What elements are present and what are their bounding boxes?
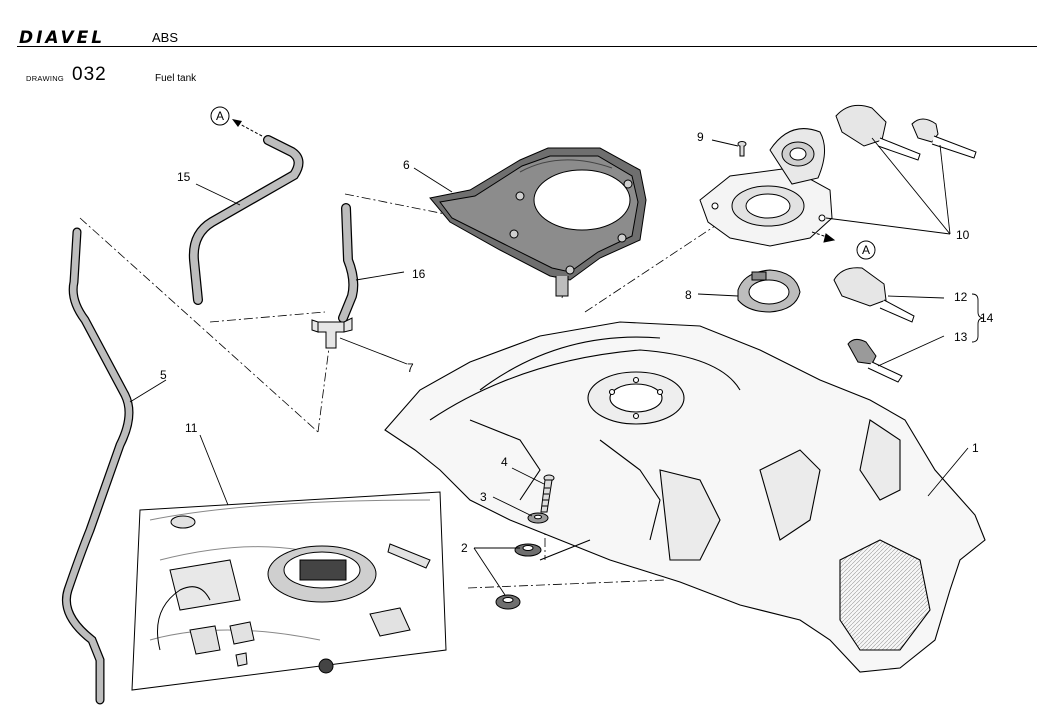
drawing-label: DRAWING [26,74,65,83]
callout-9: 9 [697,130,704,144]
connector-a-right-label: A [862,243,870,257]
filler-cap-assembly [699,128,836,247]
leader-lines [129,137,985,596]
callout-7: 7 [407,361,414,375]
connector-a-right: A [856,240,876,260]
callout-2: 2 [461,541,468,555]
bolt-part-4 [540,474,555,513]
cover-plate-part-6 [429,147,647,297]
inset-panel-part-11 [131,491,447,691]
callout-12: 12 [954,290,968,304]
grommet-part-2 [495,543,542,610]
callout-6: 6 [403,158,410,172]
ring-part-8 [737,269,801,313]
washer-part-3 [527,512,549,524]
callout-16: 16 [412,267,426,281]
model-name: ABS [152,30,179,45]
callout-14: 14 [980,311,994,325]
key-part-13 [847,338,903,383]
callout-8: 8 [685,288,692,302]
t-fitting-part-7 [311,317,353,349]
drawing-title: Fuel tank [155,73,197,84]
keys-part-10 [835,104,977,161]
vent-hose-part-5 [62,227,134,705]
callout-15: 15 [177,170,191,184]
hose-part-15 [188,119,304,305]
screw-part-9 [737,141,747,157]
drawing-number: 032 [72,64,107,85]
callout-3: 3 [480,490,487,504]
fuel-tank-part-1 [384,321,986,673]
hose-part-16 [338,203,359,323]
callout-11: 11 [185,421,198,435]
brand-logo: DIAVEL [19,28,106,48]
callout-4: 4 [501,455,508,469]
page-header: DIAVEL ABS [0,0,1050,48]
connector-a-top: A [210,106,230,126]
callout-5: 5 [160,368,167,382]
header-divider [17,46,1037,47]
callout-13: 13 [954,330,968,344]
key-part-12 [833,267,915,323]
callout-1: 1 [972,441,979,455]
callout-numbers: 1 2 3 4 5 6 7 8 9 10 11 12 13 14 15 16 [160,130,994,555]
connector-a-top-label: A [216,109,224,123]
callout-10: 10 [956,228,970,242]
